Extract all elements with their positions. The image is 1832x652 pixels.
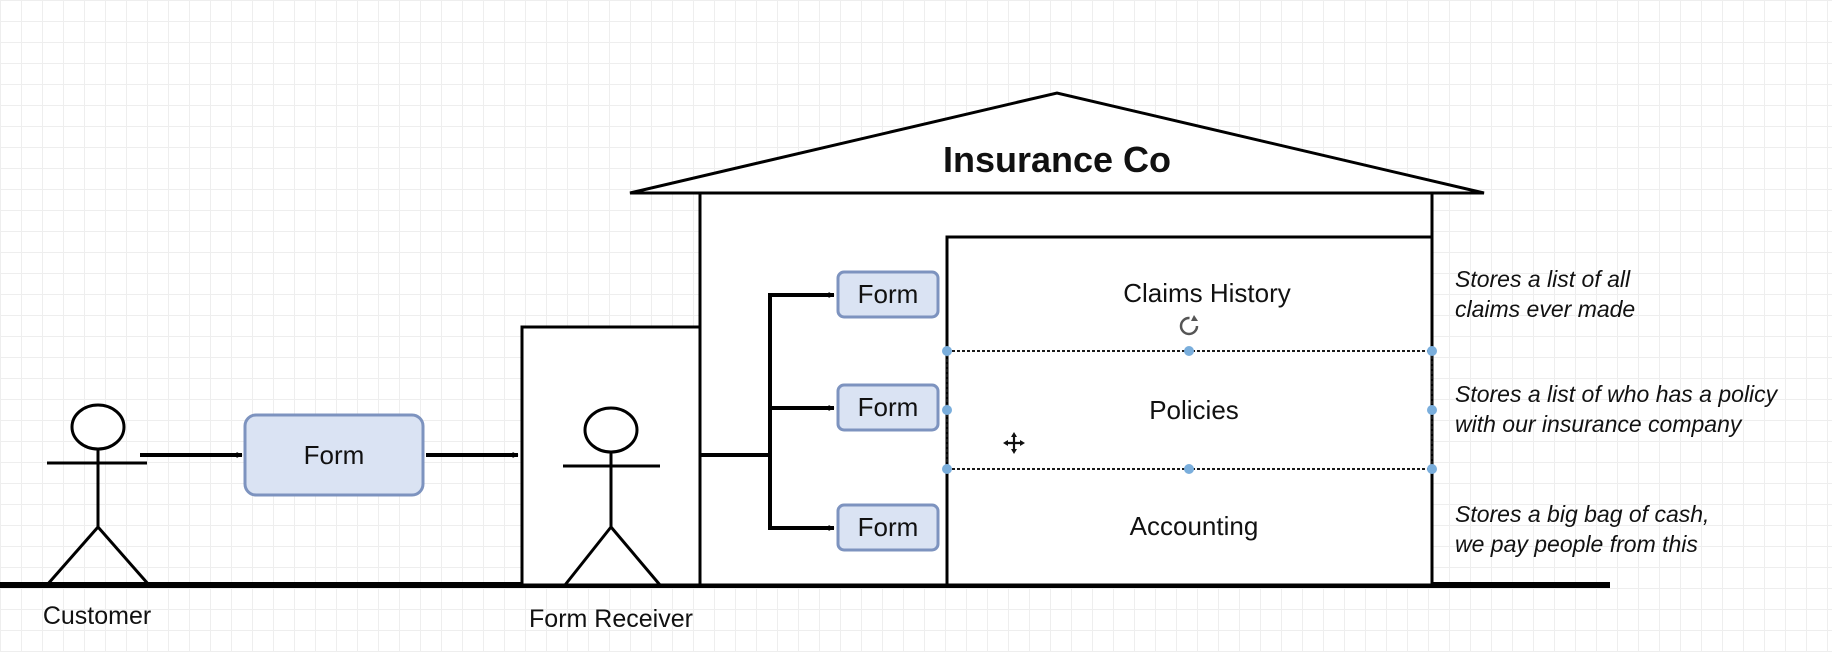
claims-note[interactable]: Stores a list of all claims ever made — [1455, 266, 1637, 322]
move-cursor-icon — [1003, 432, 1025, 454]
section-policies[interactable]: Policies — [1149, 395, 1239, 425]
policies-note-line-1: Stores a list of who has a policy — [1455, 381, 1779, 407]
policies-note[interactable]: Stores a list of who has a policy with o… — [1455, 381, 1784, 437]
accounting-form-label: Form — [858, 512, 919, 542]
handle-bottom-middle[interactable] — [1184, 464, 1194, 474]
accounting-note-line-2: we pay people from this — [1455, 531, 1698, 557]
branch-connector[interactable] — [700, 292, 835, 531]
rotate-icon[interactable] — [1179, 315, 1199, 336]
customer-actor[interactable] — [45, 403, 151, 586]
handle-top-right[interactable] — [1427, 346, 1437, 356]
claims-note-line-1: Stores a list of all — [1455, 266, 1631, 292]
handle-bottom-right[interactable] — [1427, 464, 1437, 474]
claims-note-line-2: claims ever made — [1455, 296, 1635, 322]
accounting-note[interactable]: Stores a big bag of cash, we pay people … — [1455, 501, 1716, 557]
main-form-box[interactable] — [243, 413, 425, 497]
receiver-actor[interactable] — [563, 406, 662, 586]
main-form-label: Form — [304, 440, 365, 470]
selection-handles[interactable] — [942, 346, 1437, 474]
customer-label: Customer — [43, 602, 151, 630]
policies-note-line-2: with our insurance company — [1455, 411, 1743, 437]
handle-middle-right[interactable] — [1427, 405, 1437, 415]
accounting-note-line-1: Stores a big bag of cash, — [1455, 501, 1709, 527]
claims-form-label: Form — [858, 279, 919, 309]
handle-top-middle[interactable] — [1184, 346, 1194, 356]
policies-form-box[interactable] — [836, 383, 940, 432]
section-claims-history[interactable]: Claims History — [1123, 278, 1291, 308]
sections-container[interactable] — [945, 235, 1434, 587]
section-accounting[interactable]: Accounting — [1130, 511, 1259, 541]
policies-form-label: Form — [858, 392, 919, 422]
handle-top-left[interactable] — [942, 346, 952, 356]
accounting-form-box[interactable] — [836, 503, 940, 552]
handle-bottom-left[interactable] — [942, 464, 952, 474]
building-title: Insurance Co — [943, 139, 1171, 180]
claims-form-box[interactable] — [836, 270, 940, 319]
receiver-label: Form Receiver — [529, 605, 693, 633]
handle-middle-left[interactable] — [942, 405, 952, 415]
